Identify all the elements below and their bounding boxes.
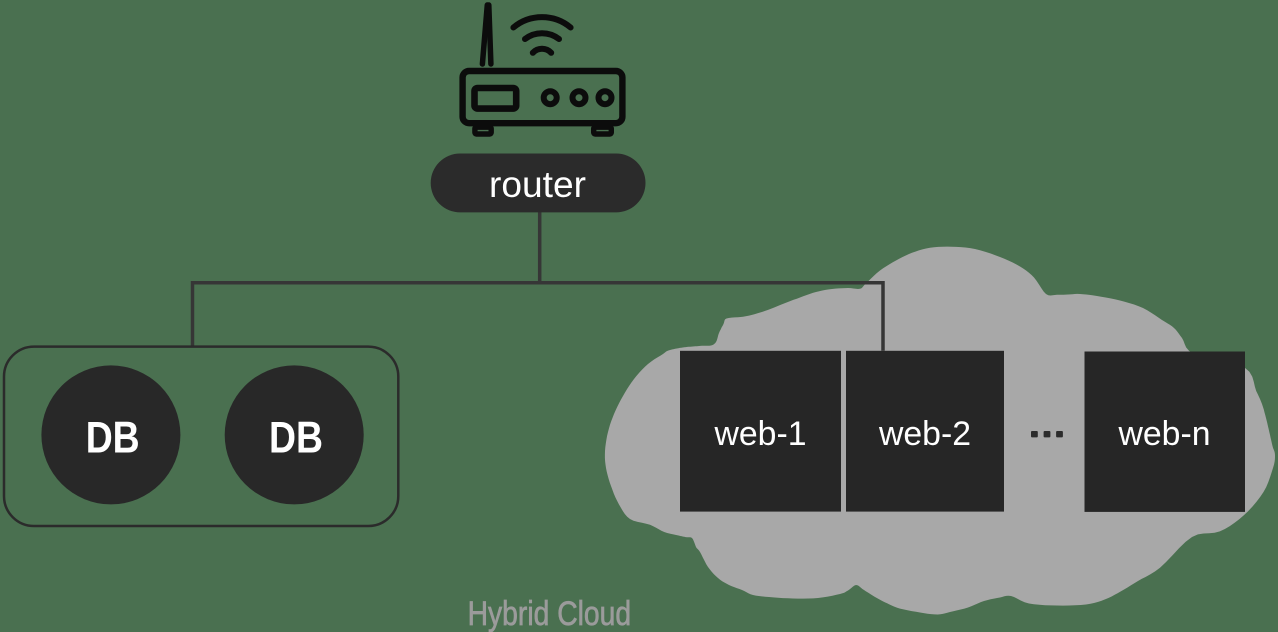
svg-text:router: router bbox=[489, 164, 586, 205]
svg-text:DB: DB bbox=[269, 414, 323, 463]
svg-text:DB: DB bbox=[86, 414, 140, 463]
svg-text:web-1: web-1 bbox=[714, 415, 807, 453]
svg-text:web-n: web-n bbox=[1118, 415, 1211, 453]
svg-text:Hybrid Cloud: Hybrid Cloud bbox=[468, 595, 631, 632]
svg-text:web-2: web-2 bbox=[878, 415, 971, 453]
